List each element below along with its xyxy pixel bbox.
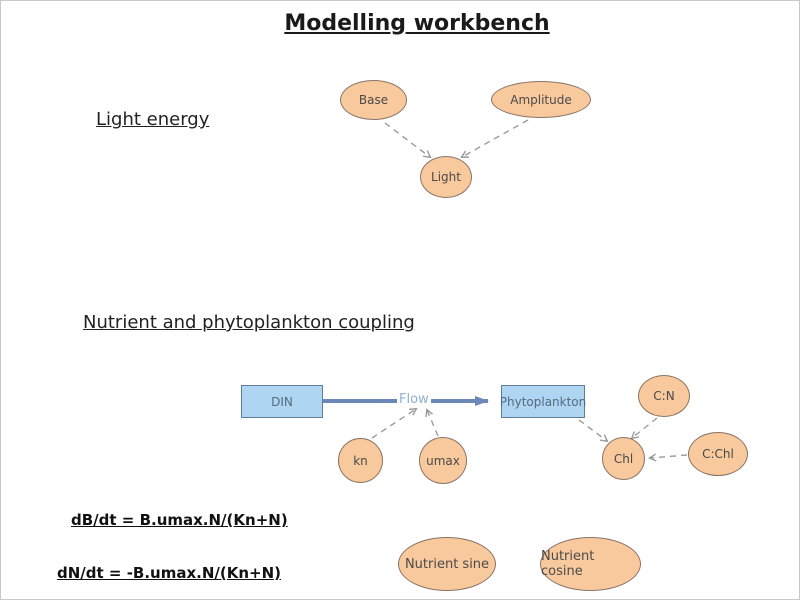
node-umax[interactable]: umax <box>419 437 467 484</box>
node-amplitude-label: Amplitude <box>510 92 572 107</box>
connector-umax-to-flow <box>427 410 439 437</box>
node-cn-ratio[interactable]: C:N <box>638 375 690 417</box>
node-amplitude[interactable]: Amplitude <box>491 81 591 118</box>
box-din[interactable]: DIN <box>241 385 323 418</box>
node-light-label: Light <box>431 170 461 184</box>
node-nutrient-sine-label: Nutrient sine <box>404 556 490 572</box>
connector-base-to-light <box>384 122 430 157</box>
node-cchl-ratio[interactable]: C:Chl <box>688 432 748 476</box>
node-chl-label: Chl <box>613 451 634 466</box>
box-phytoplankton-label: Phytoplankton <box>499 394 587 409</box>
connector-amplitude-to-light <box>462 119 529 157</box>
formula-nutrient: dN/dt = -B.umax.N/(Kn+N) <box>57 564 282 582</box>
formula-biomass: dB/dt = B.umax.N/(Kn+N) <box>71 511 288 529</box>
node-nutrient-cosine[interactable]: Nutrient cosine <box>540 537 641 591</box>
node-light[interactable]: Light <box>420 156 472 198</box>
node-base[interactable]: Base <box>340 80 407 120</box>
page-title: Modelling workbench <box>284 11 550 36</box>
section-heading-light-energy: Light energy <box>96 109 210 130</box>
flow-arrow-label[interactable]: Flow <box>397 392 431 407</box>
node-kn[interactable]: kn <box>338 438 383 483</box>
node-cchl-ratio-label: C:Chl <box>702 447 734 461</box>
connector-cn-to-chl <box>632 417 658 438</box>
box-phytoplankton[interactable]: Phytoplankton <box>499 385 587 418</box>
node-umax-label: umax <box>426 453 460 468</box>
connector-phytoplankton-to-chl <box>578 419 607 441</box>
connector-cchl-to-chl <box>650 455 688 458</box>
node-nutrient-sine[interactable]: Nutrient sine <box>398 537 496 591</box>
node-base-label: Base <box>358 93 389 107</box>
box-din-label: DIN <box>271 394 293 409</box>
node-chl[interactable]: Chl <box>602 437 645 480</box>
node-kn-label: kn <box>353 453 368 468</box>
section-heading-nutrient-coupling: Nutrient and phytoplankton coupling <box>83 312 415 333</box>
connector-kn-to-flow <box>371 409 416 439</box>
node-cn-ratio-label: C:N <box>653 389 675 403</box>
node-nutrient-cosine-label: Nutrient cosine <box>541 549 595 579</box>
